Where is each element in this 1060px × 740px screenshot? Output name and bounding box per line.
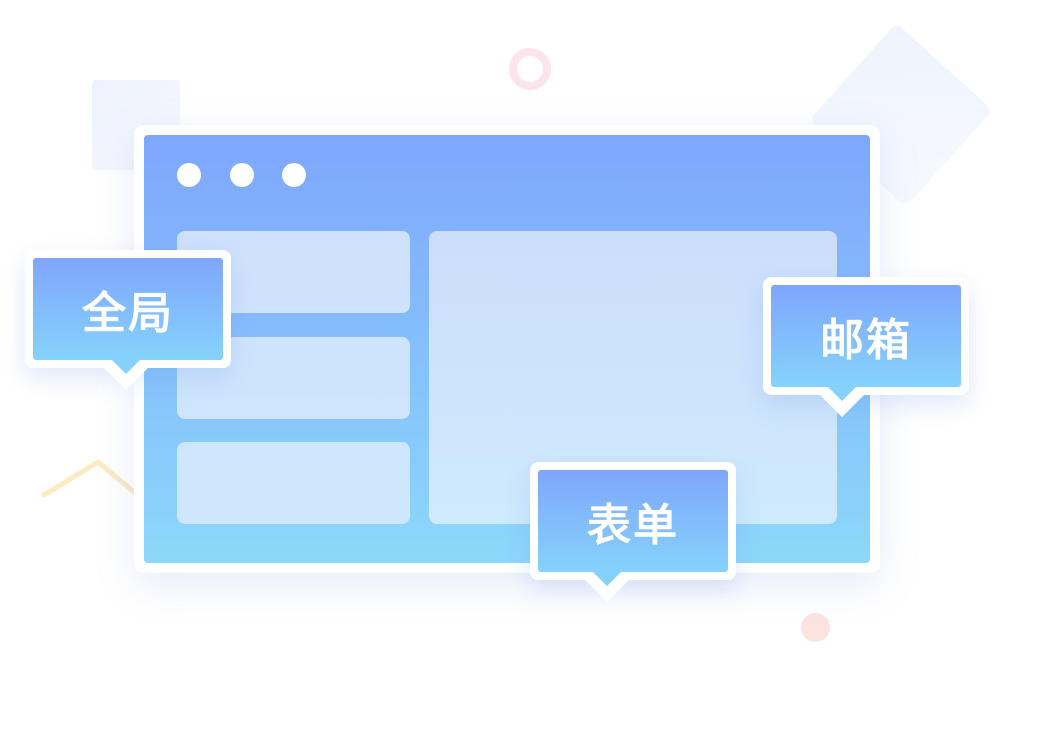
- tag-pointer-inner: [110, 358, 142, 374]
- sidebar-placeholder-card: [177, 442, 410, 524]
- tag-mail-box: 邮箱: [771, 285, 961, 387]
- tag-form-label: 表单: [587, 500, 679, 551]
- window-control-dot: [230, 163, 254, 187]
- tag-global: 全局: [25, 250, 231, 390]
- window-control-dot: [177, 163, 201, 187]
- tag-pointer-inner: [591, 570, 623, 586]
- tag-global-label: 全局: [82, 288, 174, 339]
- tag-mail-label: 邮箱: [820, 315, 912, 366]
- decorative-dot: [801, 613, 830, 642]
- decorative-ring: [509, 48, 551, 90]
- tag-mail: 邮箱: [763, 277, 969, 417]
- tag-form-box: 表单: [538, 470, 728, 572]
- tag-global-box: 全局: [33, 258, 223, 360]
- tag-pointer-inner: [826, 385, 858, 401]
- browser-window-body: [144, 135, 870, 563]
- tag-form: 表单: [530, 462, 736, 602]
- window-control-dot: [282, 163, 306, 187]
